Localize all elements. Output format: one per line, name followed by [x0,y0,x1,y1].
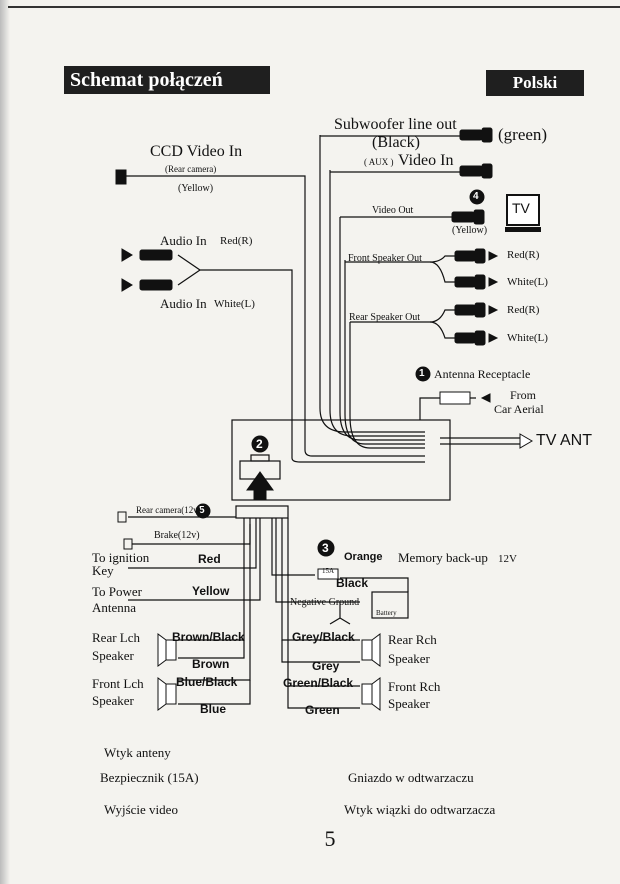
front-lch-speaker-label: Speaker [92,693,134,708]
memory-voltage-label: 12V [498,553,517,565]
legend-item-5: Wtyk wiązki do odtwarzacza [344,802,496,817]
subwoofer-green-label: (green) [498,125,548,144]
green-label: Green [305,703,340,717]
rear-camera-12v-label: Rear camera(12v) [136,505,201,515]
callout-5: 5 [199,505,205,516]
subwoofer-black-label: (Black) [372,134,420,151]
video-out-yellow: (Yellow) [452,225,488,236]
callout-4: 4 [473,191,479,202]
car-aerial-label: Car Aerial [494,402,544,416]
audio-in-white-color: White(L) [214,298,255,310]
rear-speaker-out-label: Rear Speaker Out [349,312,421,323]
rear-rch-label: Rear Rch [388,632,437,647]
callout-1: 1 [419,368,425,379]
rear-lch-speaker-label: Speaker [92,648,134,663]
antenna-receptacle-label: Antenna Receptacle [434,367,531,381]
aux-tag: ( AUX ) [364,157,394,167]
brown-label: Brown [192,657,230,671]
brown-black-label: Brown/Black [172,630,245,644]
green-black-label: Green/Black [283,676,354,690]
brake-label: Brake(12v) [154,530,200,541]
ccd-video-label: CCD Video In [150,143,243,160]
legend-item-1: Wtyk anteny [104,745,171,760]
subwoofer-label: Subwoofer line out [334,116,457,133]
legend-item-2: Bezpiecznik (15A) [100,770,199,785]
grey-label: Grey [312,659,340,673]
black-wire-label: Black [336,576,369,590]
red-wire-label: Red [198,552,221,566]
grey-black-label: Grey/Black [292,630,355,644]
fuse-label: 15A [322,567,335,575]
page-binding-shadow [0,0,10,884]
front-rch-label: Front Rch [388,679,441,694]
section-title: Schemat połączeń [64,66,270,94]
callout-3: 3 [322,541,329,555]
battery-label: Battery [376,609,397,617]
aux-video-label: Video In [398,152,454,169]
rear-red-label: Red(R) [507,304,540,316]
to-ignition-label: To ignition [92,550,150,565]
tv-icon-label: TV [512,200,530,216]
audio-in-white-label: Audio In [160,296,207,311]
page-number: 5 [324,826,336,851]
blue-label: Blue [200,702,227,716]
callout-2: 2 [256,437,263,451]
front-lch-label: Front Lch [92,676,144,691]
audio-in-red-label: Audio In [160,233,207,248]
front-rch-speaker-label: Speaker [388,696,430,711]
memory-backup-label: Memory back-up [398,550,488,565]
negative-ground-label: Negative Ground [290,597,360,608]
rear-camera-label: (Rear camera) [165,164,217,174]
legend-item-3: Gniazdo w odtwarzaczu [348,770,474,785]
legend-item-4: Wyjście video [104,802,178,817]
front-speaker-out-label: Front Speaker Out [348,253,422,264]
orange-wire-label: Orange [344,551,383,563]
ccd-yellow-label: (Yellow) [178,183,214,194]
rear-rch-speaker-label: Speaker [388,651,430,666]
front-white-label: White(L) [507,276,548,288]
rear-white-label: White(L) [507,332,548,344]
top-rule [8,6,620,8]
tv-icon [505,194,541,232]
to-power-label: To Power [92,584,143,599]
front-red-label: Red(R) [507,249,540,261]
tv-ant-label: TV ANT [536,432,593,449]
rear-lch-label: Rear Lch [92,630,141,645]
yellow-wire-label: Yellow [192,584,230,598]
audio-in-red-color: Red(R) [220,235,253,247]
key-label: Key [92,563,114,578]
from-label: From [510,388,537,402]
video-out-label: Video Out [372,205,414,216]
antenna-label: Antenna [92,600,137,615]
language-tab: Polski [486,70,584,96]
blue-black-label: Blue/Black [176,675,238,689]
